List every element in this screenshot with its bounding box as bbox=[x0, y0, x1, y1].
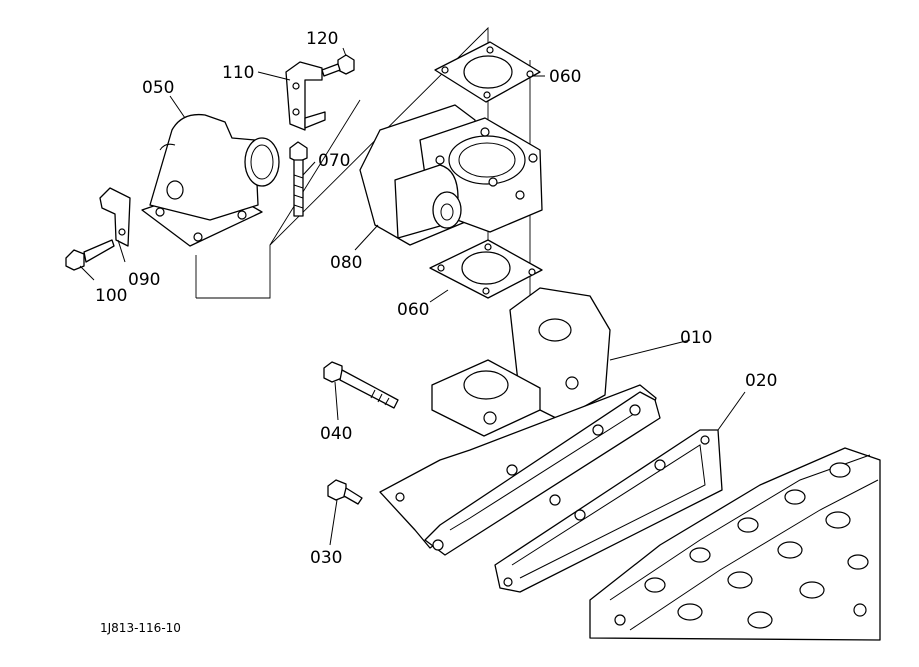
callout-050: 050 bbox=[142, 78, 174, 98]
gasket-060-upper bbox=[434, 41, 541, 103]
throttle-body-080 bbox=[359, 104, 543, 246]
callout-070: 070 bbox=[318, 151, 350, 171]
bolt-100 bbox=[65, 239, 115, 271]
callout-020: 020 bbox=[745, 371, 777, 391]
callout-100: 100 bbox=[95, 286, 127, 306]
intake-manifold-010 bbox=[379, 287, 661, 556]
leader-lines bbox=[79, 47, 746, 546]
callout-080: 080 bbox=[330, 253, 362, 273]
callout-030: 030 bbox=[310, 548, 342, 568]
cylinder-head bbox=[589, 447, 881, 641]
gasket-060-lower bbox=[429, 239, 543, 299]
callout-060-upper: 060 bbox=[549, 67, 581, 87]
manifold-gasket-020 bbox=[494, 429, 723, 593]
bolt-030 bbox=[327, 479, 363, 505]
callout-090: 090 bbox=[128, 270, 160, 290]
bolt-040 bbox=[323, 361, 399, 409]
callout-010: 010 bbox=[680, 328, 712, 348]
bolt-120 bbox=[321, 54, 355, 77]
callouts: 120 110 050 060 070 080 090 100 060 010 … bbox=[95, 29, 777, 568]
callout-110: 110 bbox=[222, 63, 254, 83]
callout-060-lower: 060 bbox=[397, 300, 429, 320]
bracket-090 bbox=[99, 187, 131, 247]
drawing-id: 1J813-116-10 bbox=[100, 621, 181, 635]
callout-120: 120 bbox=[306, 29, 338, 49]
callout-040: 040 bbox=[320, 424, 352, 444]
elbow-housing-050 bbox=[141, 113, 280, 247]
bracket-110 bbox=[285, 61, 326, 131]
bolt-070 bbox=[289, 141, 308, 217]
